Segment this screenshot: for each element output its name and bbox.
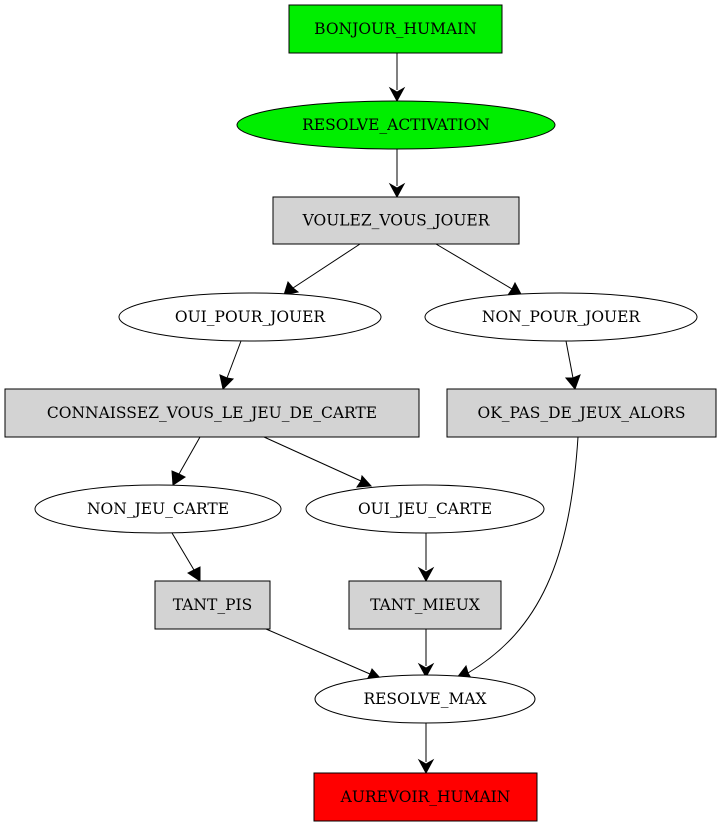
node-label: OUI_POUR_JOUER: [175, 308, 327, 326]
edge-connaissez-to-oui-jeu-carte: [263, 436, 373, 488]
node-label: TANT_PIS: [173, 596, 253, 614]
node-connaissez-vous-le-jeu-de-carte[interactable]: CONNAISSEZ_VOUS_LE_JEU_DE_CARTE: [4, 388, 420, 438]
edge-connaissez-to-non-jeu-carte: [171, 436, 201, 486]
node-ellipse: [236, 100, 556, 150]
arrowhead: [417, 758, 435, 775]
node-tant-pis[interactable]: TANT_PIS: [154, 580, 271, 630]
node-label: TANT_MIEUX: [370, 596, 480, 614]
edge-oui-jeu-carte-to-tant-mieux: [417, 533, 435, 583]
edge-tant-pis-to-resolve-max: [265, 628, 383, 681]
arrowhead: [388, 182, 406, 199]
edge-resolve-activation-to-voulez: [388, 149, 406, 199]
node-non-pour-jouer[interactable]: NON_POUR_JOUER: [424, 292, 698, 342]
node-tant-mieux[interactable]: TANT_MIEUX: [348, 580, 502, 630]
node-ok-pas-de-jeux-alors[interactable]: OK_PAS_DE_JEUX_ALORS: [446, 388, 717, 438]
edge-oui-pour-jouer-to-connaissez: [219, 340, 242, 391]
node-box: [446, 388, 717, 438]
node-ellipse: [424, 292, 698, 342]
edge-resolve-max-to-aurevoir: [417, 723, 435, 775]
node-label: CONNAISSEZ_VOUS_LE_JEU_DE_CARTE: [47, 404, 377, 422]
node-ellipse: [314, 674, 536, 724]
node-box: [154, 580, 271, 630]
edge-voulez-to-non-pour-jouer: [435, 243, 523, 297]
arrowhead: [187, 566, 201, 582]
arrowhead: [417, 566, 435, 583]
node-bonjour-humain[interactable]: BONJOUR_HUMAIN: [288, 4, 503, 54]
node-resolve-max[interactable]: RESOLVE_MAX: [314, 674, 536, 724]
node-label: NON_POUR_JOUER: [482, 308, 642, 326]
node-oui-jeu-carte[interactable]: OUI_JEU_CARTE: [305, 484, 545, 534]
node-box: [272, 196, 520, 245]
node-label: VOULEZ_VOUS_JOUER: [302, 212, 491, 230]
node-ellipse: [305, 484, 545, 534]
edge-tant-mieux-to-resolve-max: [417, 629, 435, 679]
node-box: [313, 772, 538, 822]
node-non-jeu-carte[interactable]: NON_JEU_CARTE: [34, 484, 282, 534]
edge-voulez-to-oui-pour-jouer: [283, 243, 361, 296]
node-box: [288, 4, 503, 54]
edge-ok-pas-to-resolve-max: [454, 436, 579, 680]
node-voulez-vous-jouer[interactable]: VOULEZ_VOUS_JOUER: [272, 196, 520, 245]
node-ellipse: [34, 484, 282, 534]
node-oui-pour-jouer[interactable]: OUI_POUR_JOUER: [118, 292, 382, 342]
node-aurevoir-humain[interactable]: AUREVOIR_HUMAIN: [313, 772, 538, 822]
arrowhead: [388, 86, 406, 103]
node-label: OUI_JEU_CARTE: [358, 500, 492, 518]
edge-non-jeu-carte-to-tant-pis: [171, 532, 201, 582]
edge-non-pour-jouer-to-ok-pas: [564, 340, 581, 391]
node-label: NON_JEU_CARTE: [87, 500, 229, 518]
node-box: [4, 388, 420, 438]
edges: [171, 53, 581, 775]
arrowhead: [283, 280, 300, 296]
edge-bonjour-to-resolve-activation: [388, 53, 406, 103]
node-label: BONJOUR_HUMAIN: [314, 20, 477, 38]
node-box: [348, 580, 502, 630]
nodes: BONJOUR_HUMAIN RESOLVE_ACTIVATION VOULEZ…: [4, 4, 717, 822]
arrowhead: [171, 470, 186, 486]
arrowhead: [356, 474, 373, 488]
arrowhead: [564, 374, 581, 391]
node-ellipse: [118, 292, 382, 342]
node-label: AUREVOIR_HUMAIN: [340, 788, 511, 806]
arrowhead: [219, 374, 235, 391]
arrowhead: [417, 662, 435, 679]
node-label: RESOLVE_MAX: [363, 690, 486, 708]
node-resolve-activation[interactable]: RESOLVE_ACTIVATION: [236, 100, 556, 150]
node-label: RESOLVE_ACTIVATION: [302, 116, 490, 134]
node-label: OK_PAS_DE_JEUX_ALORS: [478, 404, 686, 422]
